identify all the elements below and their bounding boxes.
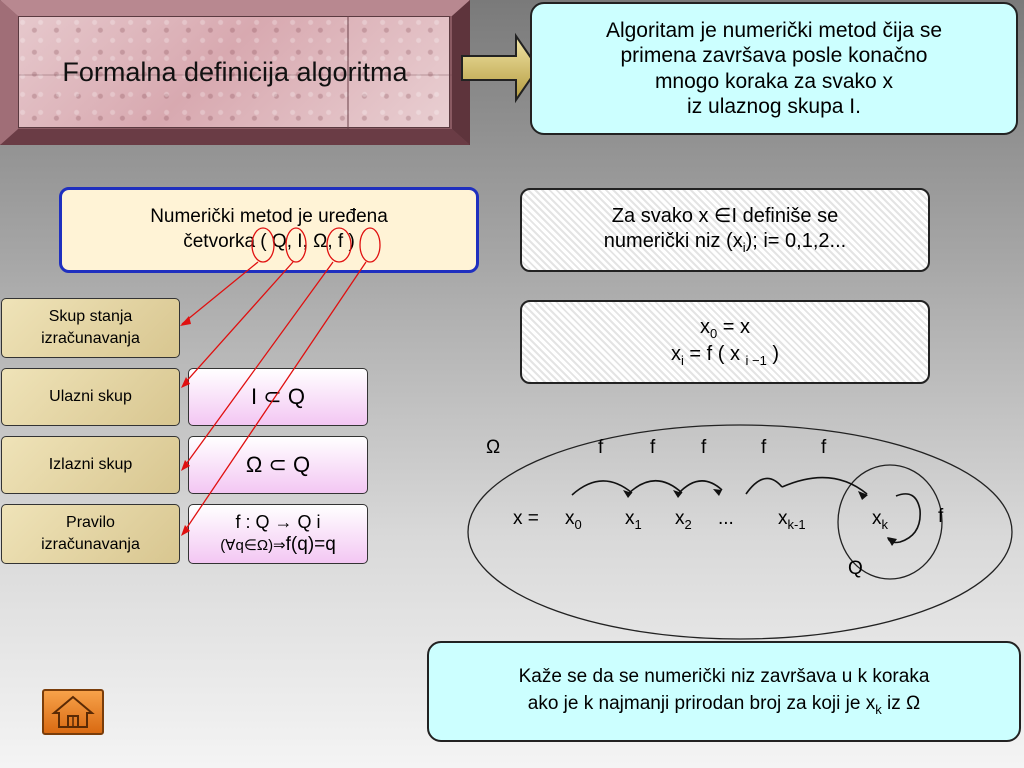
numeric-method-line-2: četvorka ( Q, I, Ω, f ): [183, 231, 355, 252]
conclusion-line-2: ako je k najmanji prirodan broj za koji …: [527, 693, 921, 718]
sequence-diagram: [467, 424, 1013, 640]
numeric-method-line-1: Numerički metod je uređena: [150, 206, 388, 228]
label-xk: xk: [872, 508, 888, 532]
input-subset-box: I ⊂ Q: [188, 368, 368, 426]
sequence-definition-box: Za svako x ∈I definiše se numerički niz …: [520, 188, 930, 272]
label-f-3: f: [701, 437, 707, 458]
title-panel: [18, 16, 450, 128]
algorithm-definition-callout: Algoritam je numerički metod čija se pri…: [530, 2, 1018, 135]
component-input-set: Ulazni skup: [1, 368, 180, 426]
definition-line-1: Algoritam je numerički metod čija se: [605, 19, 943, 43]
block-arrow-right: [461, 32, 540, 104]
label-x0: x0: [565, 508, 582, 532]
page-title: Formalna definicija algoritma: [62, 57, 408, 87]
numeric-method-box: Numerički metod je uređena četvorka ( Q,…: [59, 187, 479, 273]
conclusion-callout: Kaže se da se numerički niz završava u k…: [427, 641, 1021, 742]
arc-k1-k: [745, 477, 783, 495]
tuple-q: Q: [271, 231, 287, 252]
tuple-omega: Ω: [313, 231, 328, 252]
title-grid-lines: [18, 16, 452, 129]
state-set-ellipse: [467, 424, 1013, 640]
label-f-1: f: [598, 437, 604, 458]
label-f-loop: f: [938, 506, 944, 527]
definition-line-2: primena završava posle konačno: [620, 44, 928, 68]
home-icon: [51, 695, 95, 728]
output-subset-box: Ω ⊂ Q: [188, 436, 368, 494]
title-bevel: [0, 0, 470, 145]
label-q: Q: [848, 558, 863, 579]
arc-2-3: [677, 480, 723, 495]
label-xk1: xk-1: [778, 508, 806, 532]
connector-i: [183, 261, 294, 385]
arc-1-2: [627, 480, 683, 495]
label-f-2: f: [650, 437, 656, 458]
label-dots: ...: [718, 508, 734, 529]
component-output-set: Izlazni skup: [1, 436, 180, 494]
label-x2: x2: [675, 508, 692, 532]
definition-line-4: iz ulaznog skupa I.: [687, 94, 861, 118]
label-f-4: f: [761, 437, 767, 458]
recurrence-box: x0 = x xi = f ( x i −1 ): [520, 300, 930, 384]
arc-0-1: [571, 480, 633, 496]
label-x1: x1: [625, 508, 642, 532]
definition-line-3: mnogo koraka za svako x: [654, 69, 894, 93]
home-button[interactable]: [42, 689, 104, 735]
arc-k1-k-2: [781, 476, 868, 495]
self-loop: [887, 493, 921, 544]
conclusion-line-1: Kaže se da se numerički niz završava u k…: [518, 665, 930, 687]
recurrence-line-2: xi = f ( x i −1 ): [670, 343, 780, 368]
label-omega: Ω: [486, 437, 501, 458]
label-f-5: f: [821, 437, 827, 458]
label-x-equals: x =: [513, 508, 539, 529]
sequence-line-2: numerički niz (xi); i= 0,1,2...: [603, 229, 847, 255]
tuple-f: f: [337, 231, 344, 252]
omega-ellipse: [837, 464, 943, 580]
recurrence-line-1: x0 = x: [699, 315, 751, 341]
sequence-line-1: Za svako x ∈I definiše se: [611, 204, 839, 227]
rule-definition-box: f : Q → Q i (∀q∈Ω)⇒f(q)=q: [188, 504, 368, 564]
